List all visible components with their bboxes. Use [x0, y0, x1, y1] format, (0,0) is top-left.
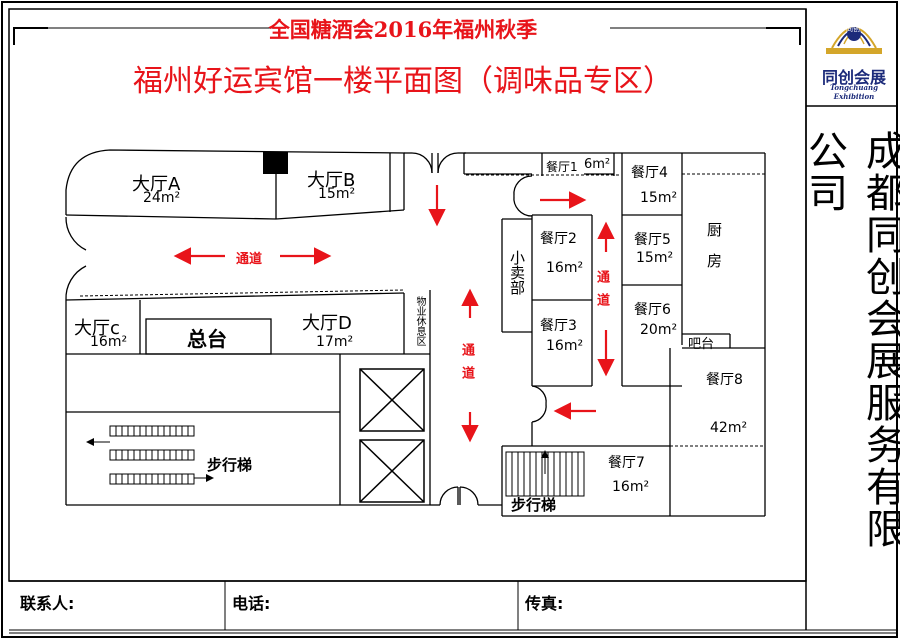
hall-d-area: 17m²	[316, 334, 354, 350]
kiosk-label: 小卖部	[508, 250, 526, 295]
dining-2-area: 16m²	[546, 260, 584, 276]
dashed-partitions	[79, 173, 765, 447]
company-name: 成都同创会展服务有限公司	[801, 130, 900, 585]
dining-6-label: 餐厅6	[634, 302, 671, 318]
corridor-horizontal-label: 通道	[236, 252, 263, 267]
stairs-right-label: 步行梯	[511, 496, 557, 514]
fax-label: 传真:	[525, 594, 564, 613]
dining-2-label: 餐厅2	[540, 231, 577, 247]
logo-emblem	[826, 27, 882, 54]
phone-label: 电话:	[232, 594, 271, 613]
hall-c-area: 16m²	[90, 334, 128, 350]
corridor-arrows	[173, 185, 615, 443]
title-brackets	[13, 27, 801, 45]
hall-a-label: 大厅A	[132, 174, 181, 195]
title-line-1: 全国糖酒会2016年福州秋季	[268, 17, 538, 42]
logo-name-cn: 同创会展	[821, 68, 886, 87]
dining-5-area: 15m²	[636, 250, 674, 266]
front-desk-label: 总台	[187, 327, 227, 351]
dining-3-label: 餐厅3	[540, 318, 577, 334]
stairs-left-label: 步行梯	[207, 456, 253, 474]
corridor-vertical-left-label: 通道	[459, 343, 474, 389]
dining-7-area: 16m²	[612, 479, 650, 495]
property-lounge-label: 物业休息区	[414, 296, 425, 346]
hall-c-label: 大厅c	[74, 318, 120, 339]
dining-1-label: 餐厅1	[546, 160, 578, 174]
dining-4-area: 15m²	[640, 190, 678, 206]
corridor-vertical-right-label: 通道	[594, 270, 609, 316]
bar-label: 吧台	[688, 337, 715, 352]
logo-name-en: Tongchuang Exhibition	[829, 83, 879, 101]
stairs-left-drawing	[86, 425, 214, 485]
contact-label: 联系人:	[20, 594, 75, 613]
company-name-text: 成都同创会展服务有限公司	[801, 130, 900, 550]
dining-3-area: 16m²	[546, 338, 584, 354]
hall-b-area: 15m²	[318, 186, 356, 202]
hall-b-label: 大厅B	[307, 170, 356, 191]
dining-5-label: 餐厅5	[634, 232, 671, 248]
dining-4-label: 餐厅4	[631, 165, 668, 181]
pillar	[263, 152, 288, 174]
dining-8-label: 餐厅8	[706, 372, 743, 388]
dining-8-area: 42m²	[710, 420, 748, 436]
building-walls	[65, 149, 766, 517]
company-logo: 同创 同创会展 Tongchuang Exhibition	[815, 8, 893, 101]
elevator-shafts	[359, 368, 425, 503]
dining-1-area: 6m²	[584, 157, 611, 172]
kitchen-label: 厨房	[705, 222, 723, 284]
dining-7-label: 餐厅7	[608, 455, 645, 471]
dining-6-area: 20m²	[640, 322, 678, 338]
hall-d-label: 大厅D	[302, 313, 352, 334]
hall-a-area: 24m²	[143, 190, 181, 206]
title-line-2: 福州好运宾馆一楼平面图（调味品专区）	[133, 64, 673, 99]
stairs-right-drawing	[505, 450, 585, 497]
logo-emblem-text: 同创	[846, 25, 860, 33]
